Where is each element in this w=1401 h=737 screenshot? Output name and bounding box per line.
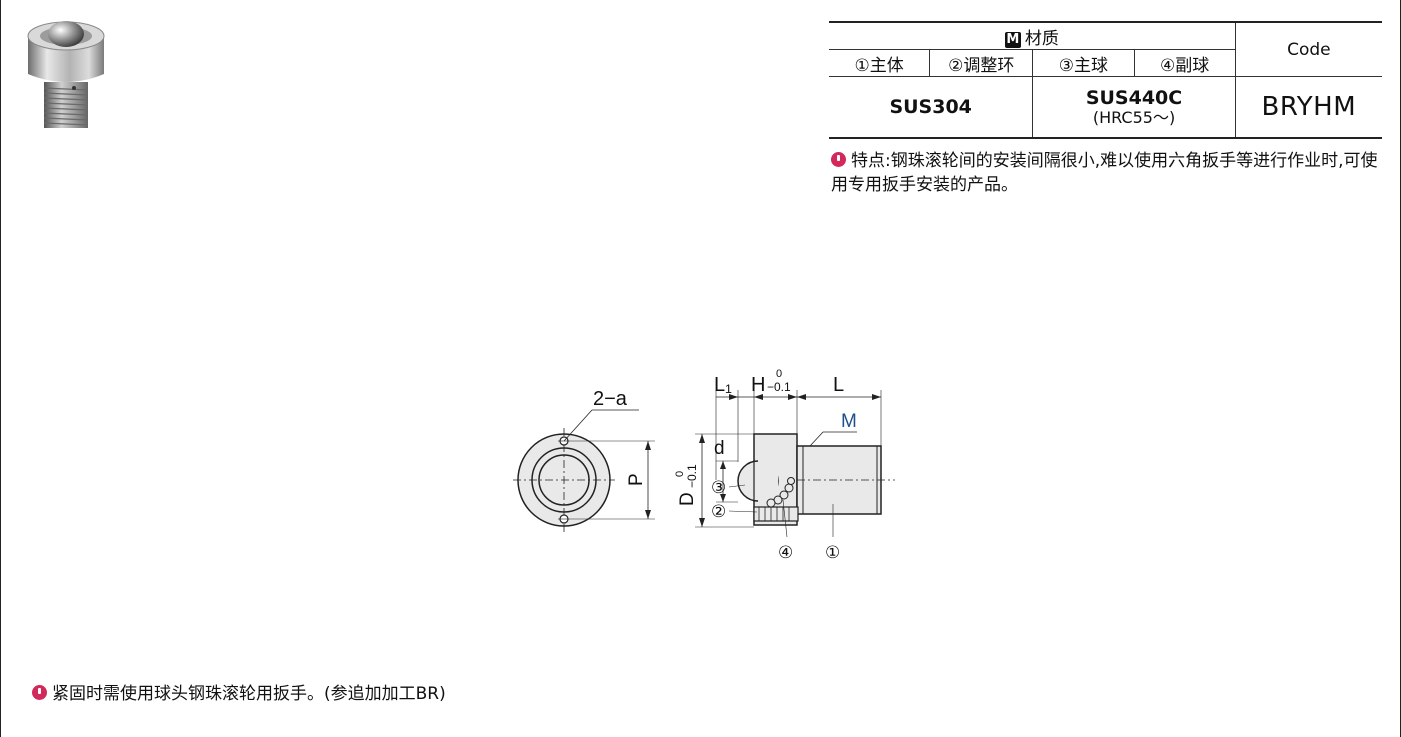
lightbulb-icon — [831, 152, 846, 167]
side-view: L₁ H 0 −0.1 L M D 0 −0.1 d ③ ② ④ ① — [674, 368, 895, 562]
ball-hardness-value: (HRC55～) — [1092, 108, 1176, 127]
label-D: D — [677, 492, 698, 506]
ball-material-cell: SUS440C (HRC55～) — [1032, 76, 1236, 139]
callout-3: ③ — [711, 478, 726, 497]
page-border-left — [0, 0, 1, 737]
product-photo — [27, 21, 105, 128]
feature-note-text: 特点:钢珠滚轮间的安装间隔很小,难以使用六角扳手等进行作业时,可使用专用扳手安装… — [831, 151, 1378, 195]
part-sub-ball-header: ④副球 — [1133, 49, 1236, 77]
label-M: M — [841, 411, 857, 432]
code-value: BRYHM — [1234, 76, 1382, 139]
code-header: Code — [1234, 21, 1382, 77]
label-L: L — [833, 374, 844, 396]
label-H: H — [751, 374, 765, 396]
feature-note: 特点:钢珠滚轮间的安装间隔很小,难以使用六角扳手等进行作业时,可使用专用扳手安装… — [831, 149, 1387, 197]
m-badge-icon: M — [1004, 31, 1021, 48]
tightening-note: 紧固时需使用球头钢珠滚轮用扳手。(参追加加工BR) — [32, 679, 446, 704]
callout-4: ④ — [778, 543, 793, 562]
front-view: 2−a P — [513, 388, 655, 532]
part-main-ball-header: ③主球 — [1032, 49, 1135, 77]
callout-1: ① — [825, 543, 840, 562]
lightbulb-icon — [32, 685, 47, 700]
part-ring-header: ②调整环 — [929, 49, 1034, 77]
body-material-value: SUS304 — [829, 76, 1034, 139]
label-d: d — [714, 438, 725, 459]
technical-drawing: 2−a P — [513, 368, 895, 562]
material-header: 材质 — [1024, 28, 1059, 49]
label-2a: 2−a — [593, 388, 628, 410]
callout-2: ② — [711, 502, 726, 521]
part-body-header: ①主体 — [829, 49, 931, 77]
tol-D-lower: −0.1 — [685, 464, 699, 488]
tol-H-lower: −0.1 — [767, 380, 791, 394]
label-P: P — [626, 473, 647, 486]
ball-material-value: SUS440C — [1085, 87, 1183, 109]
tol-H-upper: 0 — [776, 368, 782, 380]
tol-D-upper: 0 — [674, 471, 686, 477]
tightening-note-text: 紧固时需使用球头钢珠滚轮用扳手。(参追加加工BR) — [52, 684, 446, 704]
label-L1: L₁ — [714, 374, 732, 396]
